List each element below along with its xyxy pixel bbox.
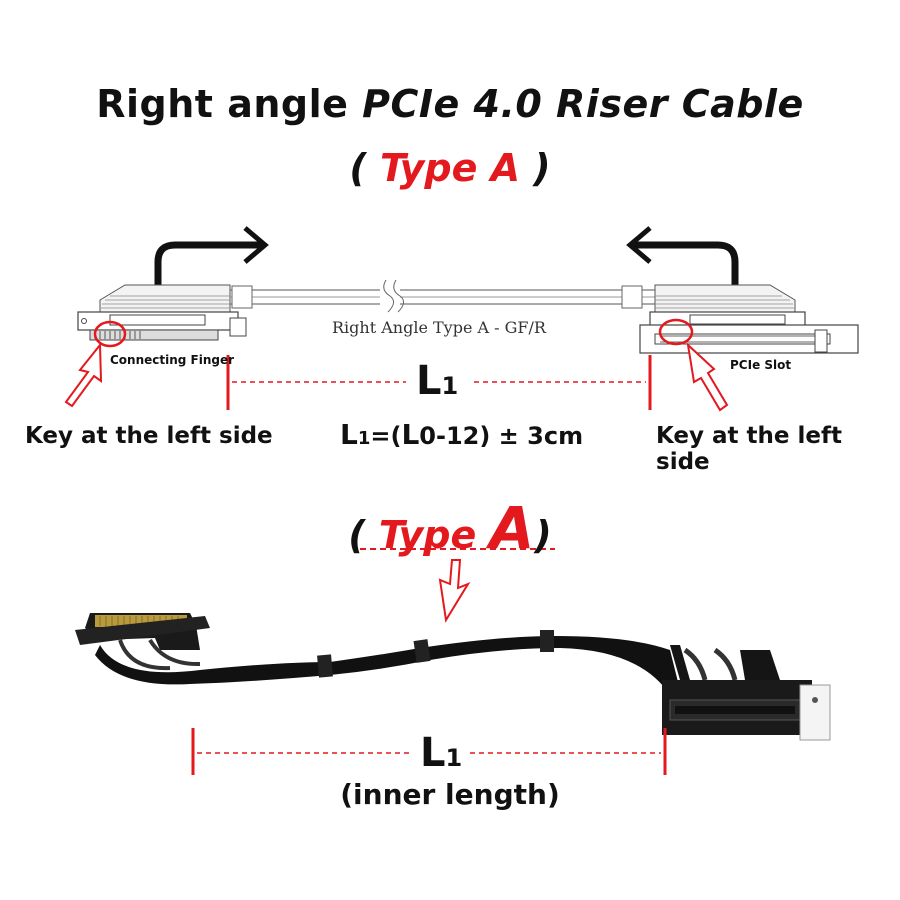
cable-label: Right Angle Type A - GF/R: [332, 318, 546, 337]
paren-open: (: [349, 146, 380, 190]
type-a-heading-bottom: ( Type A): [348, 494, 552, 562]
left-bend-arrow-icon: [154, 241, 262, 285]
left-key-circle-icon: [93, 320, 127, 348]
type-a-text: Type A: [379, 146, 520, 190]
right-key-arrow-icon: [686, 342, 729, 412]
connecting-finger-label: Connecting Finger: [110, 353, 235, 367]
right-bend-arrow-icon: [630, 241, 739, 285]
cable-drawing: [230, 279, 655, 313]
left-arrowhead-icon: [243, 226, 269, 264]
right-arrowhead-icon: [626, 226, 652, 264]
inner-length-label: (inner length): [340, 778, 560, 811]
page-title: Right angle PCIe 4.0 Riser Cable: [0, 82, 900, 126]
left-key-arrow-icon: [64, 342, 103, 408]
right-connector-drawing: [639, 284, 859, 354]
cable-photo-drawing: [75, 613, 831, 741]
type-a-heading-top: ( Type A ): [0, 146, 900, 190]
title-part1: Right angle: [96, 82, 363, 126]
paren-close: ): [520, 146, 551, 190]
key-left-label: Key at the left side: [25, 423, 273, 449]
length-formula: L1=(L0-12) ± 3cm: [340, 418, 584, 451]
left-connector-drawing: [77, 284, 247, 348]
key-right-label: Key at the left side: [656, 423, 842, 475]
pcie-slot-label: PCIe Slot: [730, 358, 792, 372]
title-part2: PCIe 4.0 Riser Cable: [362, 82, 804, 126]
type-a-down-arrow-icon: [438, 559, 471, 623]
l1-bottom-label: L1: [420, 730, 463, 776]
right-key-circle-icon: [658, 318, 694, 346]
l1-top-label: L1: [416, 358, 459, 404]
